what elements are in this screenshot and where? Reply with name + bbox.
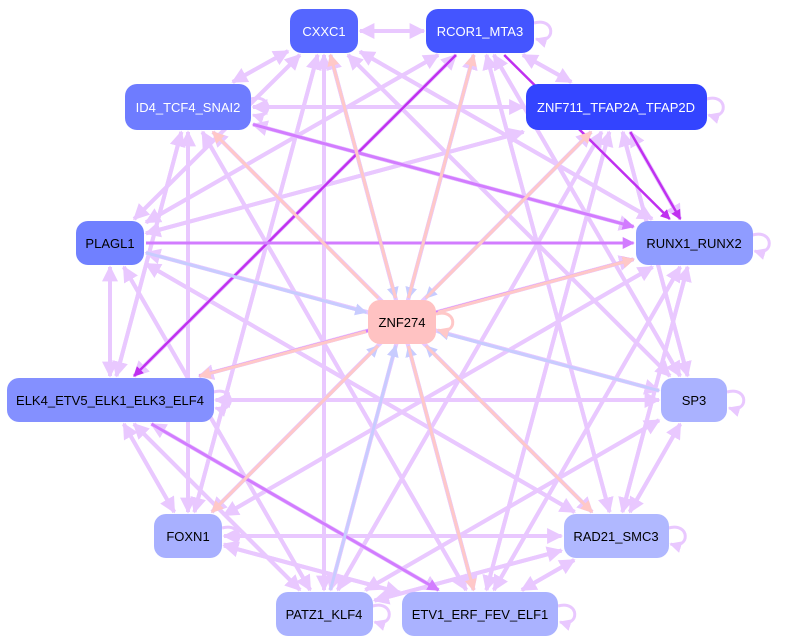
node-patz1-klf4[interactable]: PATZ1_KLF4 xyxy=(275,592,373,636)
edge-light xyxy=(231,49,290,84)
edge-light xyxy=(144,262,576,514)
self-loop-edge xyxy=(372,603,391,631)
edge-pink xyxy=(406,53,477,299)
node-foxn1[interactable]: FOXN1 xyxy=(154,514,222,558)
self-loop-edge xyxy=(533,20,553,48)
node-sp3[interactable]: SP3 xyxy=(661,378,727,422)
edge-blue xyxy=(328,344,399,591)
edge-light xyxy=(145,53,440,225)
self-loop-edge xyxy=(726,389,746,417)
node-rcor1-mta3[interactable]: RCOR1_MTA3 xyxy=(426,9,534,53)
edge-pink xyxy=(327,53,398,299)
edge-blue xyxy=(145,251,368,316)
edge-pink xyxy=(437,256,635,314)
edge-light xyxy=(122,265,312,591)
node-etv1-erf-fev-elf1[interactable]: ETV1_ERF_FEV_ELF1 xyxy=(402,592,558,636)
edge-pink xyxy=(406,345,477,592)
edge-pink xyxy=(210,344,380,514)
self-loop-edge xyxy=(557,603,577,631)
edge-light xyxy=(520,558,576,592)
edge-light xyxy=(628,422,682,513)
edge-light xyxy=(145,127,526,236)
self-loop-edge xyxy=(213,389,232,417)
node-cxxc1[interactable]: CXXC1 xyxy=(290,9,358,53)
node-znf711-tfap2a-tfap2d[interactable]: ZNF711_TFAP2A_TFAP2D xyxy=(525,84,707,130)
edge-light xyxy=(336,130,604,591)
node-id4-tcf4-snai2[interactable]: ID4_TCF4_SNAI2 xyxy=(125,84,251,130)
edge-pink xyxy=(424,344,594,514)
edge-blue xyxy=(436,328,660,393)
edge-light xyxy=(200,130,468,591)
edge-pink xyxy=(198,330,367,380)
edge-light xyxy=(364,418,661,592)
self-loop-edge xyxy=(250,96,270,124)
edge-medium xyxy=(252,123,635,230)
node-rad21-smc3[interactable]: RAD21_SMC3 xyxy=(563,514,669,558)
edge-light xyxy=(521,53,573,84)
edge-medium xyxy=(150,422,440,592)
node-znf274[interactable]: ZNF274 xyxy=(368,300,436,344)
self-loop-edge xyxy=(706,96,725,124)
node-runx1-runx2[interactable]: RUNX1_RUNX2 xyxy=(635,221,753,265)
edge-pink xyxy=(424,130,593,300)
self-loop-edge xyxy=(221,525,241,553)
self-loop-edge xyxy=(435,311,455,339)
self-loop-edge xyxy=(752,232,771,260)
self-loop-edge xyxy=(668,525,687,553)
node-elk4-etv5-elk1-elk3-elf4[interactable]: ELK4_ETV5_ELK1_ELK3_ELF4 xyxy=(6,378,214,422)
node-plagl1[interactable]: PLAGL1 xyxy=(76,221,144,265)
edge-strong xyxy=(629,131,682,220)
edge-pink xyxy=(211,130,380,300)
edge-light xyxy=(222,541,401,595)
edge-light xyxy=(492,265,682,591)
edge-light xyxy=(122,422,176,513)
edge-light xyxy=(222,265,654,517)
